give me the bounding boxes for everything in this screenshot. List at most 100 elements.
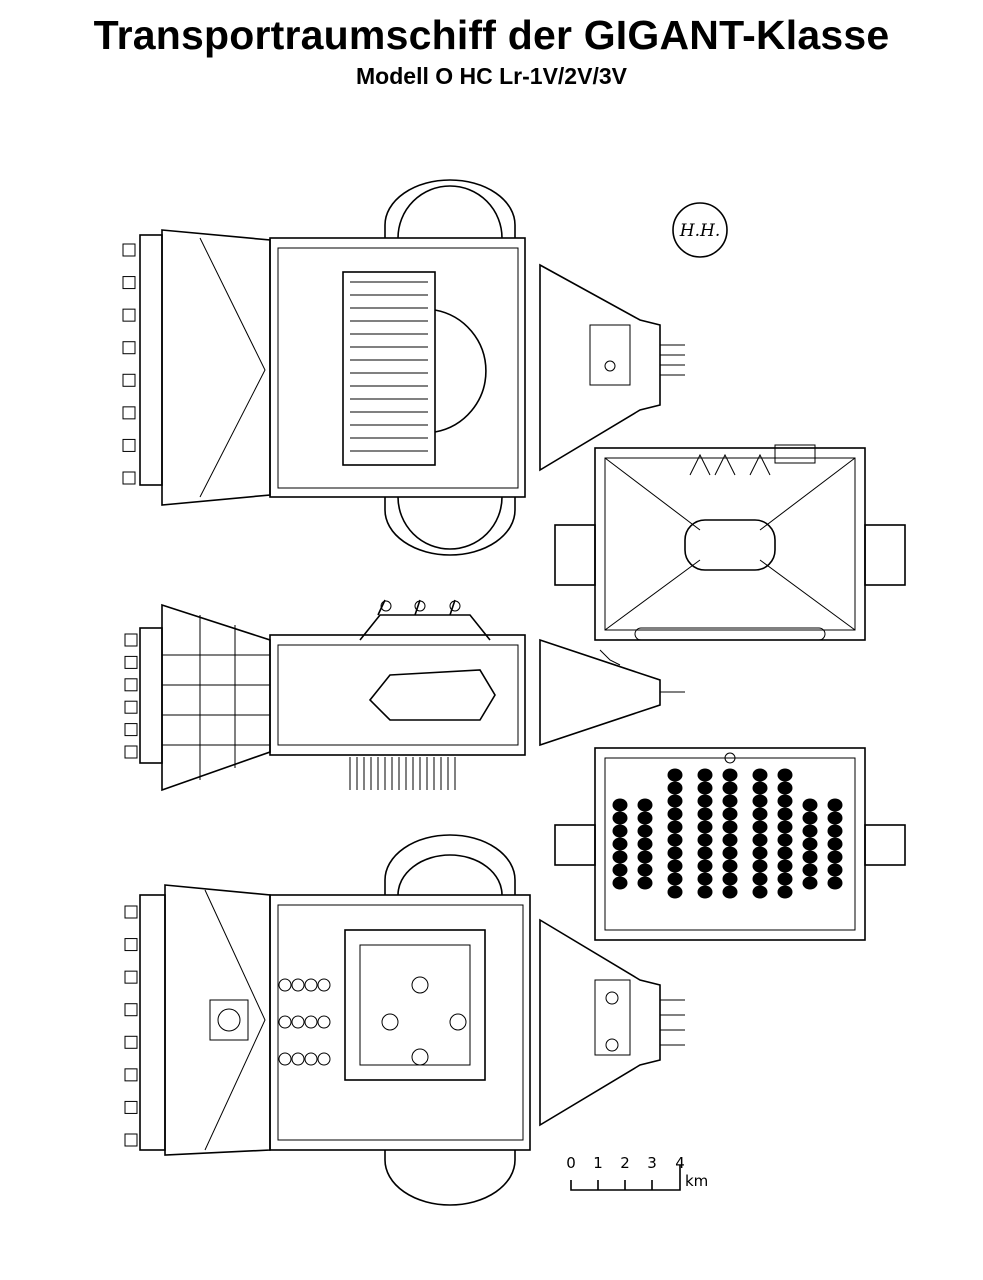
side-module bbox=[368, 669, 496, 721]
side-pod bbox=[554, 524, 596, 586]
tank-tube bbox=[612, 863, 628, 877]
top-dome bbox=[397, 854, 503, 896]
engine-nozzle bbox=[122, 341, 136, 355]
tank-tube bbox=[722, 833, 738, 847]
landing-bay-inner bbox=[359, 944, 471, 1066]
tank-tube bbox=[697, 872, 713, 886]
cone-panel-lines bbox=[199, 237, 266, 498]
tank-tube bbox=[667, 768, 683, 782]
tank-tube bbox=[802, 824, 818, 838]
tank-tube bbox=[752, 833, 768, 847]
top-dome bbox=[397, 185, 503, 239]
tank-tube bbox=[752, 794, 768, 808]
main-hull bbox=[269, 894, 531, 1151]
rear-view bbox=[554, 747, 906, 941]
tank-tube bbox=[827, 850, 843, 864]
tank-tube bbox=[667, 872, 683, 886]
top-view bbox=[122, 179, 685, 556]
side-view bbox=[124, 599, 685, 792]
nose-antenna bbox=[599, 649, 685, 693]
tank-tube bbox=[697, 820, 713, 834]
nose-port bbox=[605, 1038, 619, 1052]
engine-nozzle bbox=[124, 1003, 138, 1017]
tank-port bbox=[304, 978, 318, 992]
landing-bay bbox=[344, 929, 486, 1081]
scale-bar: 0 1 2 3 4 km bbox=[566, 1154, 708, 1191]
tank-tube bbox=[777, 833, 793, 847]
tank-tube bbox=[752, 885, 768, 899]
tank-tube bbox=[752, 807, 768, 821]
turret bbox=[380, 600, 392, 612]
tank-tube bbox=[697, 859, 713, 873]
tank-tube bbox=[802, 837, 818, 851]
tank-port bbox=[291, 1052, 305, 1066]
tank-tube bbox=[752, 859, 768, 873]
cargo-bay bbox=[342, 271, 436, 466]
cone-hatch bbox=[209, 999, 249, 1041]
engine-block bbox=[139, 627, 163, 764]
tank-tube bbox=[722, 872, 738, 886]
scale-tick-4: 4 bbox=[675, 1154, 685, 1172]
cone-panel-lines bbox=[204, 889, 266, 1151]
engine-nozzles bbox=[122, 243, 136, 485]
bottom-dome bbox=[397, 496, 503, 550]
tank-port bbox=[317, 978, 331, 992]
engine-nozzle bbox=[124, 970, 138, 984]
tank-tube bbox=[612, 850, 628, 864]
tank-tube bbox=[667, 820, 683, 834]
tank-tube bbox=[827, 798, 843, 812]
tank-tube bbox=[752, 768, 768, 782]
tank-tube bbox=[752, 846, 768, 860]
tank-port bbox=[317, 1015, 331, 1029]
tank-tube bbox=[612, 876, 628, 890]
tank-tube bbox=[637, 824, 653, 838]
tank-tube bbox=[697, 781, 713, 795]
main-hull bbox=[269, 237, 526, 498]
cargo-dome-arc bbox=[434, 309, 487, 433]
nose-cone bbox=[539, 263, 661, 472]
landing-port bbox=[381, 1013, 399, 1031]
tank-port bbox=[278, 978, 292, 992]
tank-tube bbox=[777, 781, 793, 795]
page-title: Transportraumschiff der GIGANT-Klasse bbox=[93, 12, 890, 58]
tank-tube bbox=[667, 833, 683, 847]
engine-nozzle bbox=[122, 438, 136, 452]
side-pod bbox=[864, 824, 906, 866]
tank-tube bbox=[697, 833, 713, 847]
engine-nozzle bbox=[122, 276, 136, 290]
engine-block bbox=[139, 894, 166, 1151]
tank-tube bbox=[637, 837, 653, 851]
engine-nozzle bbox=[124, 1035, 138, 1049]
tank-port bbox=[278, 1015, 292, 1029]
tank-tube bbox=[697, 846, 713, 860]
monogram-text: H.H. bbox=[679, 221, 720, 241]
turret bbox=[449, 600, 461, 612]
scale-unit: km bbox=[685, 1172, 708, 1190]
engine-nozzle bbox=[122, 243, 136, 257]
page-subtitle: Modell O HC Lr-1V/2V/3V bbox=[356, 63, 627, 89]
tank-tube bbox=[777, 794, 793, 808]
nose-antennas bbox=[660, 999, 685, 1046]
cargo-slats bbox=[350, 281, 428, 452]
tank-tube bbox=[827, 824, 843, 838]
tank-tube bbox=[697, 794, 713, 808]
front-hull bbox=[594, 447, 866, 641]
tank-tube bbox=[667, 781, 683, 795]
tank-tube bbox=[752, 820, 768, 834]
rear-hull-inner bbox=[604, 757, 856, 931]
nose-port bbox=[605, 991, 619, 1005]
tank-tube bbox=[802, 850, 818, 864]
tank-tube bbox=[637, 850, 653, 864]
engine-nozzle bbox=[124, 905, 138, 919]
top-dome-housing bbox=[384, 179, 516, 238]
nose-hatch bbox=[594, 979, 631, 1056]
tank-tube bbox=[667, 807, 683, 821]
front-turrets bbox=[689, 453, 771, 476]
tank-tube bbox=[802, 876, 818, 890]
tank-port bbox=[291, 978, 305, 992]
engine-nozzle bbox=[124, 655, 138, 669]
tank-tube bbox=[827, 837, 843, 851]
scale-tick-2: 2 bbox=[620, 1154, 630, 1172]
bottom-view bbox=[124, 834, 685, 1206]
